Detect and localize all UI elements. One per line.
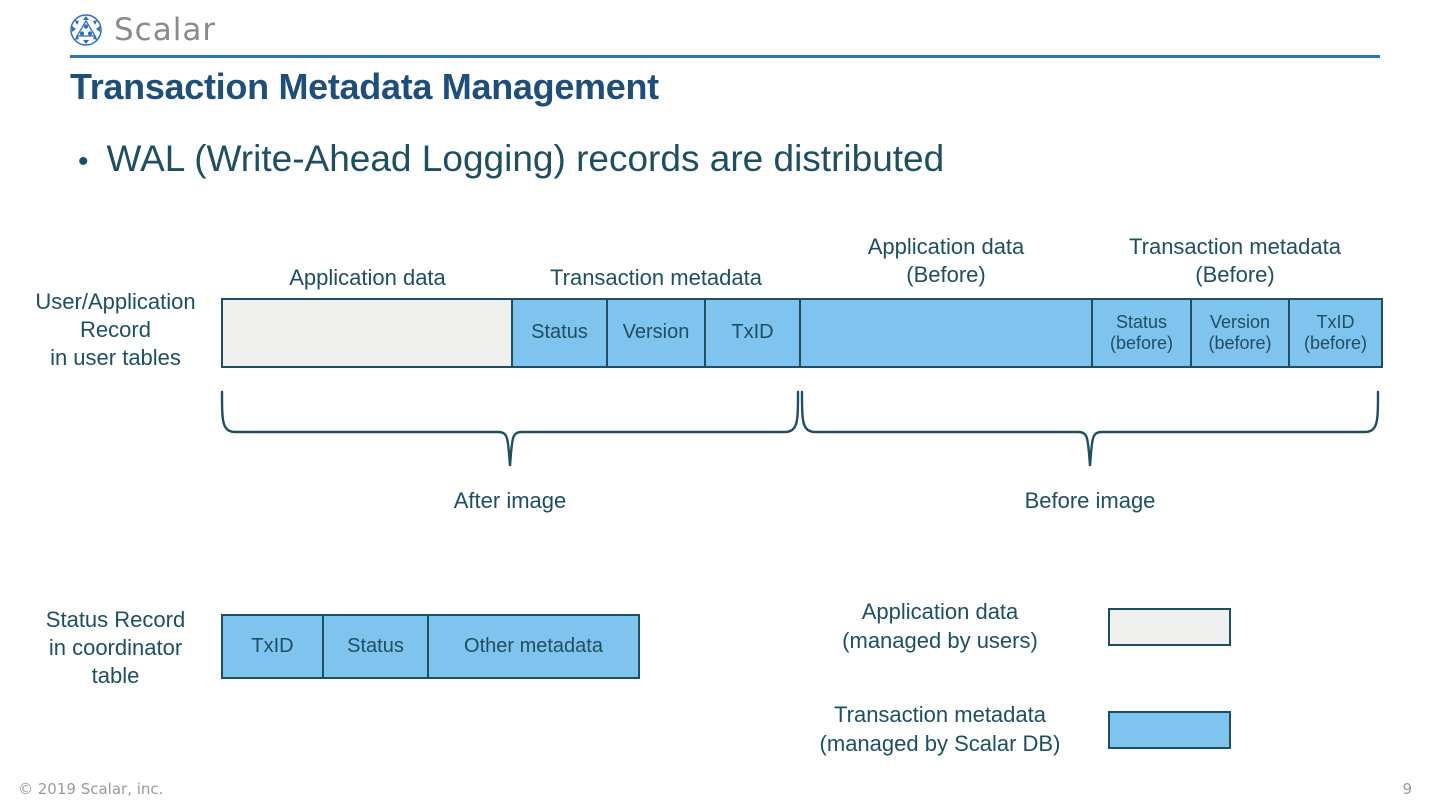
scalar-hexagon-logo-icon: [70, 14, 102, 46]
segment-status: Status: [511, 298, 608, 368]
brand-name: Scalar: [114, 12, 217, 48]
segment-application-data: [221, 298, 513, 368]
legend-label-transaction-metadata: Transaction metadata (managed by Scalar …: [819, 702, 1061, 756]
segment-application-data-before: [799, 298, 1093, 368]
page-title: Transaction Metadata Management: [70, 66, 659, 107]
bullet-line: • WAL (Write-Ahead Logging) records are …: [78, 138, 944, 180]
legend-swatch-application-data: [1108, 608, 1231, 646]
brand-logo: Scalar: [70, 8, 1380, 52]
legend-swatch-transaction-metadata: [1108, 711, 1231, 749]
bullet-text: WAL (Write-Ahead Logging) records are di…: [106, 138, 945, 179]
header-transaction-metadata-before: Transaction metadata (Before): [1129, 234, 1341, 288]
segment-txid: TxID: [704, 298, 801, 368]
status-record-cell-txid: TxID: [221, 614, 324, 679]
header-transaction-metadata: Transaction metadata: [550, 265, 762, 290]
header-application-data: Application data: [289, 265, 446, 290]
after-image-brace: [210, 388, 820, 483]
status-record-cell-status: Status: [322, 614, 429, 679]
before-image-caption: Before image: [1024, 488, 1156, 513]
before-image-brace: [790, 388, 1400, 483]
user-record-row-label: User/Application Record in user tables: [35, 289, 196, 370]
segment-version: Version: [606, 298, 706, 368]
after-image-caption: After image: [453, 488, 567, 513]
footer-page-number: 9: [1402, 780, 1412, 798]
legend-label-application-data: Application data (managed by users): [842, 599, 1038, 653]
segment-version-before: Version (before): [1190, 298, 1290, 368]
footer-copyright: © 2019 Scalar, inc.: [18, 780, 164, 798]
status-record-row-label: Status Record in coordinator table: [45, 607, 186, 688]
segment-status-before: Status (before): [1091, 298, 1192, 368]
header-divider: [70, 55, 1380, 58]
bullet-marker-icon: •: [78, 145, 89, 178]
header-application-data-before: Application data (Before): [867, 234, 1025, 288]
segment-txid-before: TxID (before): [1288, 298, 1383, 368]
status-record-cell-other-metadata: Other metadata: [427, 614, 640, 679]
